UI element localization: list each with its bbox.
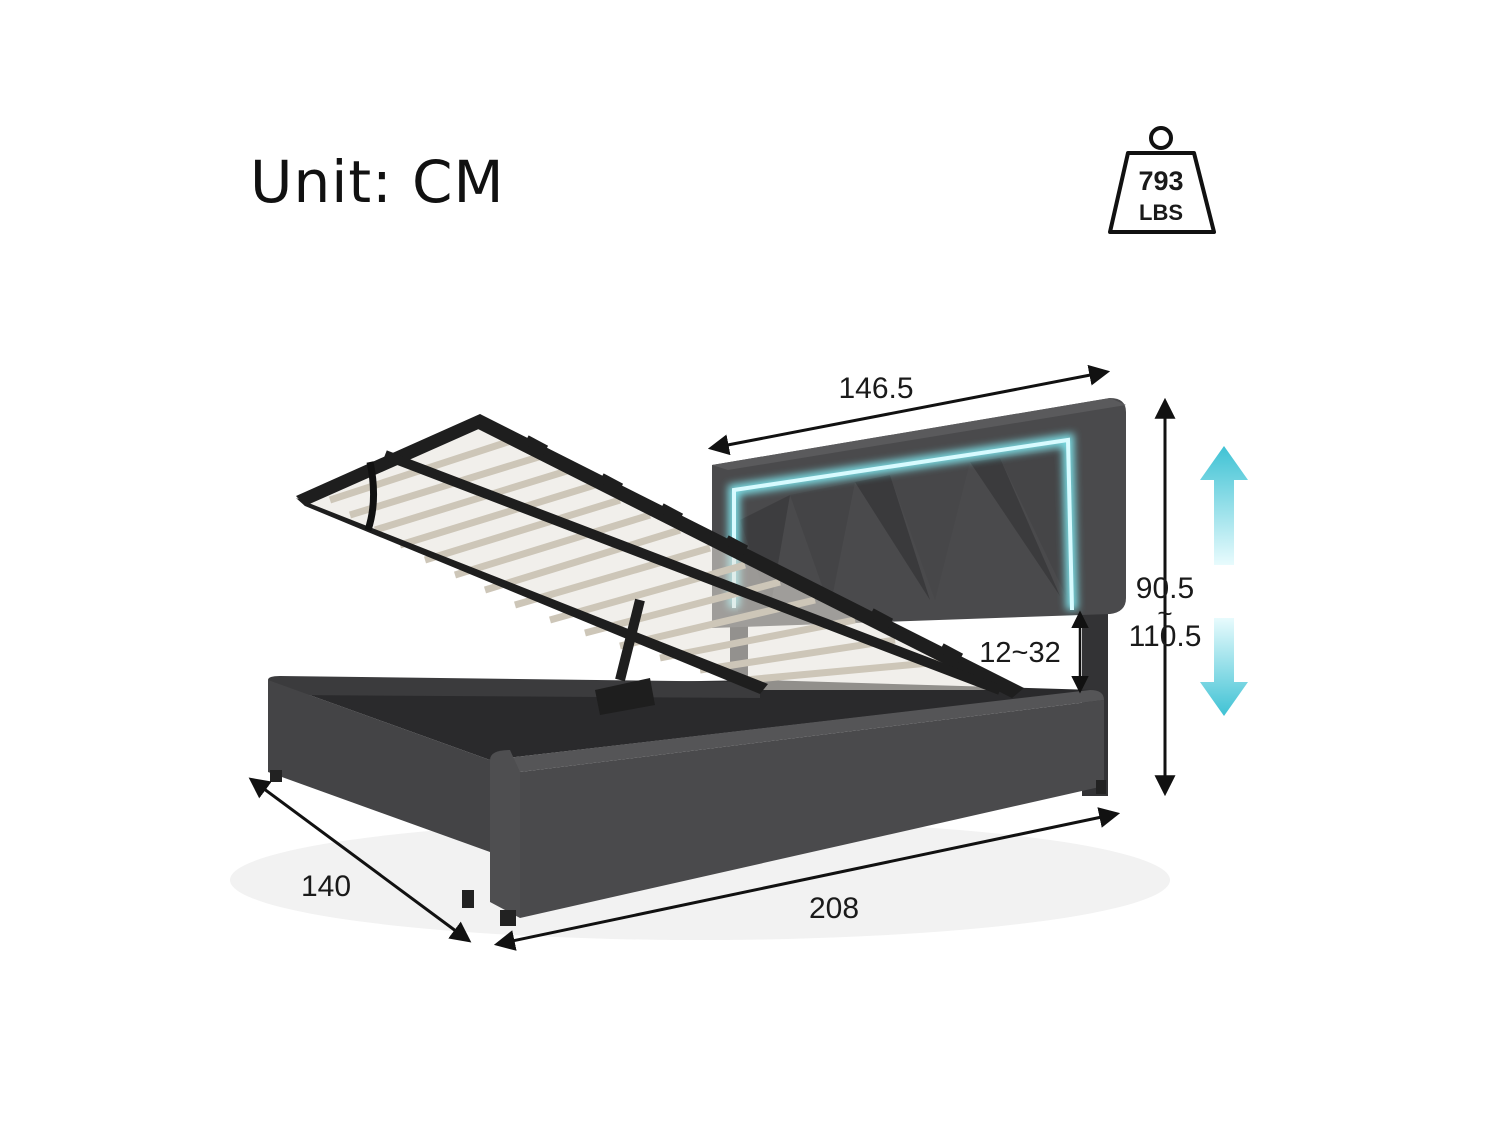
- dim-height-top: 90.5: [1136, 572, 1194, 605]
- dim-line-length: [493, 807, 1121, 951]
- dim-line-headboard-width: [707, 364, 1111, 456]
- lifted-slat-frame: [296, 414, 1024, 715]
- dim-storage-depth: 12~32: [979, 637, 1060, 669]
- dim-height-bottom: 110.5: [1129, 620, 1202, 653]
- dim-line-width: [248, 777, 472, 943]
- dim-length: 208: [809, 892, 859, 925]
- weight-value: 793: [1138, 166, 1183, 196]
- dim-width: 140: [301, 870, 351, 903]
- weight-badge-icon: 793 LBS: [1108, 126, 1216, 234]
- adjust-up-arrow-icon: [1200, 446, 1248, 565]
- adjust-down-arrow-icon: [1200, 618, 1248, 716]
- weight-unit: LBS: [1139, 200, 1183, 225]
- dim-headboard-width: 146.5: [838, 372, 913, 405]
- dim-height-sep: ~: [1157, 598, 1172, 628]
- unit-label: Unit: CM: [250, 148, 505, 216]
